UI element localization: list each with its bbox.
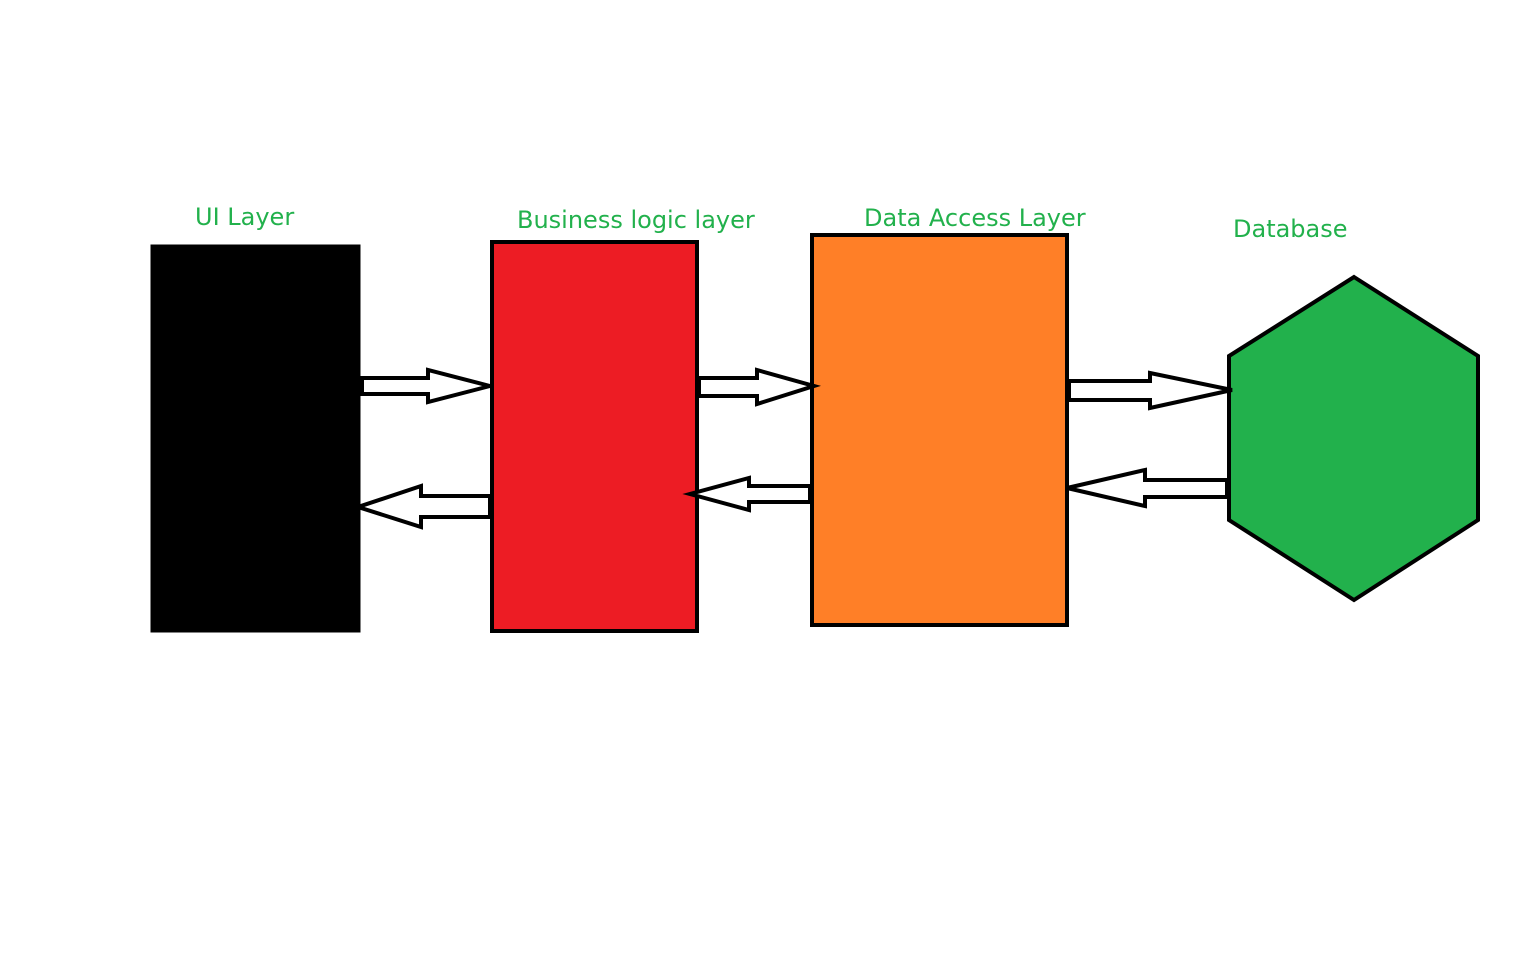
database-label: Database bbox=[1233, 215, 1348, 243]
arrow-ui-to-business bbox=[360, 367, 491, 405]
arrow-business-to-data-access bbox=[697, 367, 821, 407]
arrow-database-to-data-access bbox=[1066, 467, 1229, 509]
ui-layer-box bbox=[150, 244, 361, 633]
arrow-business-to-ui bbox=[351, 483, 492, 530]
business-logic-layer-box bbox=[490, 240, 699, 633]
data-access-layer-label: Data Access Layer bbox=[864, 204, 1086, 232]
data-access-layer-box bbox=[810, 233, 1069, 627]
business-logic-layer-label: Business logic layer bbox=[517, 206, 755, 234]
ui-layer-label: UI Layer bbox=[195, 203, 294, 231]
arrow-data-access-to-business bbox=[682, 475, 812, 513]
database-hexagon bbox=[1227, 274, 1480, 603]
arrow-data-access-to-database bbox=[1067, 370, 1233, 411]
